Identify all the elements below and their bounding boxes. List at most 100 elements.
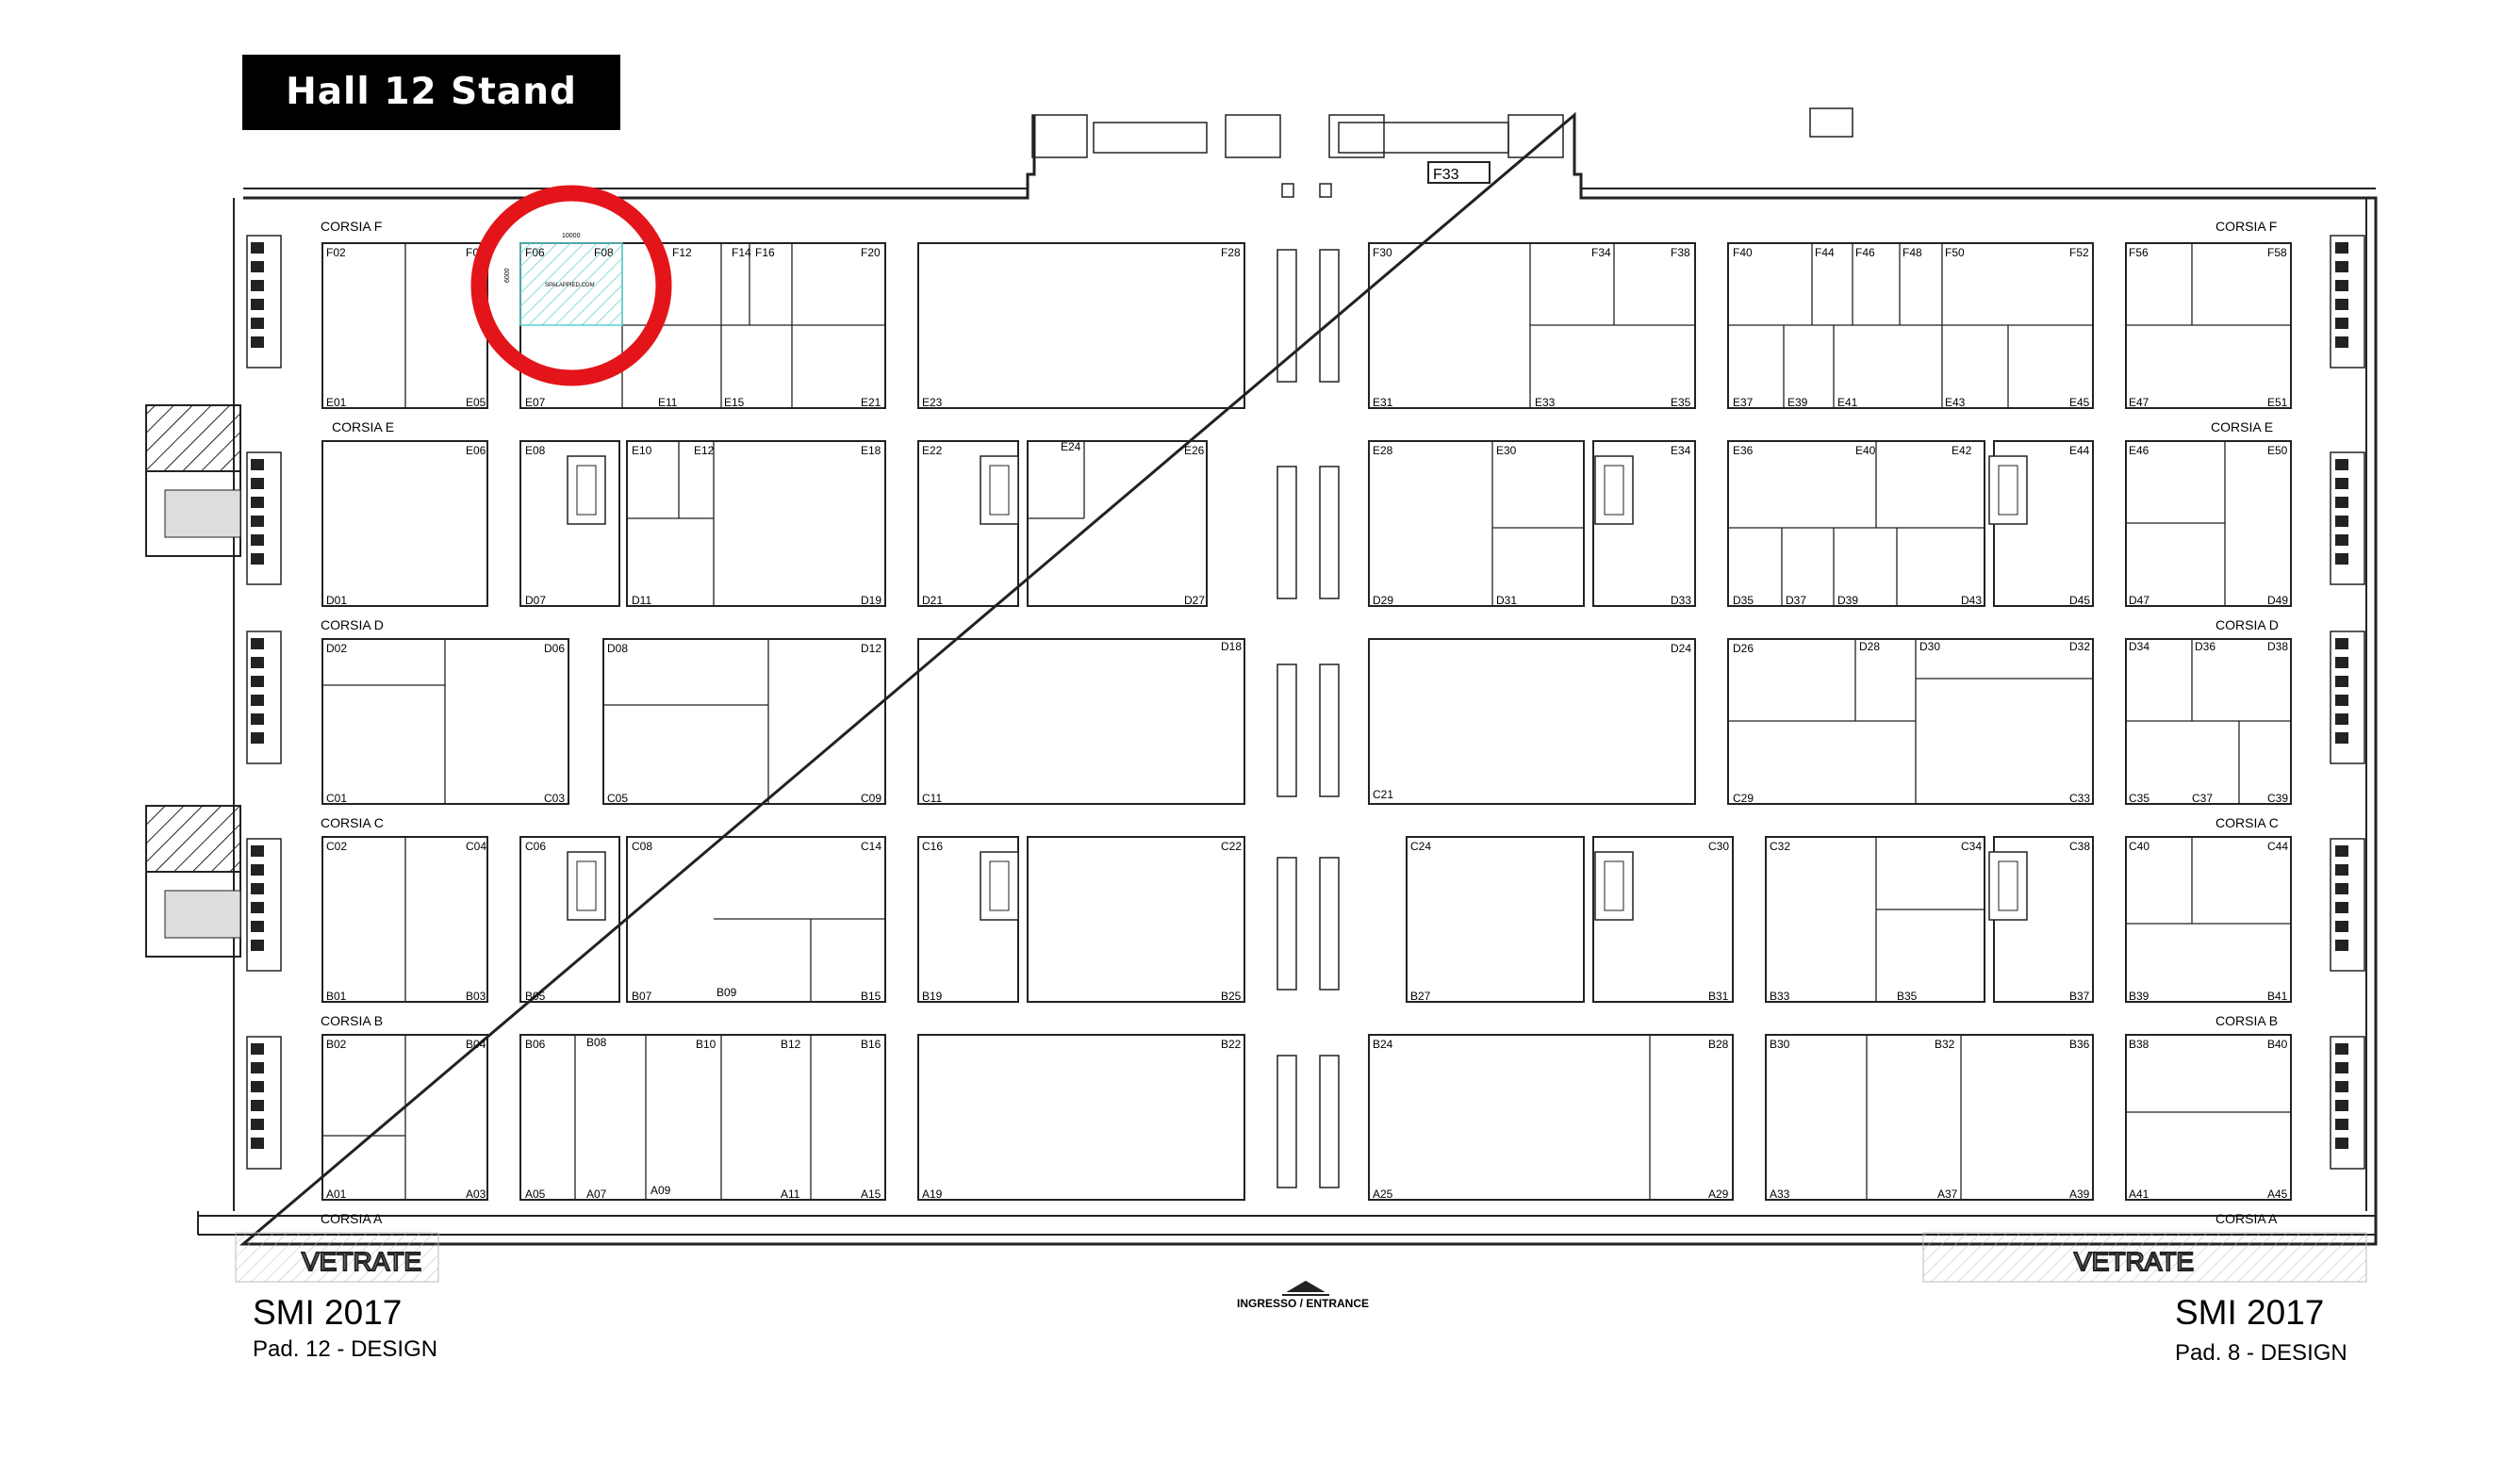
stand-label-b03: B03 — [466, 990, 486, 1003]
stand-label-d24: D24 — [1671, 642, 1691, 655]
stand-label-d12: D12 — [861, 642, 881, 655]
center-equipment — [1276, 466, 1297, 599]
stand-label-c22: C22 — [1221, 840, 1242, 853]
equipment-unit-right — [2335, 638, 2348, 649]
stand-label-b10: B10 — [696, 1038, 716, 1051]
equipment-unit-left — [251, 676, 264, 687]
stand-label-b39: B39 — [2129, 990, 2149, 1003]
stand-label-c39: C39 — [2267, 792, 2288, 805]
stand-label-f12: F12 — [672, 246, 692, 259]
stand-label-c11: C11 — [922, 792, 942, 805]
equipment-unit-left — [251, 845, 264, 857]
center-equipment — [1276, 1055, 1297, 1188]
block-e28 — [1368, 440, 1585, 607]
stand-label-d43: D43 — [1961, 594, 1982, 607]
equipment-unit-left — [251, 534, 264, 546]
hall-outline — [239, 111, 2378, 1246]
stand-label-c37: C37 — [2192, 792, 2213, 805]
equipment-unit-right — [2335, 883, 2348, 894]
service-kiosk-inner — [576, 465, 597, 516]
stand-label-e05: E05 — [466, 396, 486, 409]
service-kiosk-inner — [1998, 465, 2018, 516]
stand-label-e12: E12 — [694, 444, 715, 457]
corridor-label: CORSIA C — [2215, 815, 2279, 830]
stand-label-f46: F46 — [1855, 246, 1875, 259]
equipment-unit-right — [2335, 732, 2348, 744]
stand-label-e07: E07 — [525, 396, 546, 409]
stand-label-a11: A11 — [781, 1188, 800, 1201]
equipment-unit-right — [2335, 280, 2348, 291]
equipment-unit-left — [251, 299, 264, 310]
block-d24 — [1368, 638, 1696, 805]
center-equipment — [1319, 857, 1340, 991]
block-b22 — [917, 1034, 1245, 1201]
corridor-label: CORSIA E — [332, 419, 394, 434]
stand-label-c09: C09 — [861, 792, 881, 805]
side-equipment-left — [246, 451, 282, 585]
equipment-unit-right — [2335, 299, 2348, 310]
stand-label-d26: D26 — [1733, 642, 1754, 655]
equipment-unit-right — [2335, 1081, 2348, 1092]
stand-label-b28: B28 — [1708, 1038, 1729, 1051]
equipment-unit-left — [251, 713, 264, 725]
equipment-unit-left — [251, 318, 264, 329]
highlight-dim-width: 10000 — [562, 233, 581, 239]
stand-label-e31: E31 — [1373, 396, 1393, 409]
equipment-unit-right — [2335, 1062, 2348, 1073]
stand-label-b31: B31 — [1708, 990, 1729, 1003]
stand-label-b15: B15 — [861, 990, 881, 1003]
stand-label-c21: C21 — [1373, 788, 1393, 801]
equipment-unit-right — [2335, 902, 2348, 913]
stand-label-a25: A25 — [1373, 1188, 1393, 1201]
service-kiosk — [980, 455, 1019, 525]
equipment-unit-right — [2335, 713, 2348, 725]
stand-label-e40: E40 — [1855, 444, 1876, 457]
center-equipment — [1319, 1055, 1340, 1188]
service-kiosk — [1988, 851, 2028, 921]
corridor-label: CORSIA C — [321, 815, 384, 830]
stand-label-a45: A45 — [2267, 1188, 2288, 1201]
stand-label-d49: D49 — [2267, 594, 2288, 607]
stand-label-c08: C08 — [632, 840, 652, 853]
equipment-unit-left — [251, 883, 264, 894]
center-equipment — [1276, 857, 1297, 991]
stands-layer — [321, 242, 2292, 1201]
corridor-label: CORSIA B — [321, 1013, 383, 1028]
stand-label-e41: E41 — [1837, 396, 1858, 409]
stand-label-d01: D01 — [326, 594, 347, 607]
block-b38 — [2125, 1034, 2292, 1201]
equipment-unit-left — [251, 732, 264, 744]
stand-label-b05: B05 — [525, 990, 546, 1003]
equipment-unit-right — [2335, 695, 2348, 706]
stand-label-d32: D32 — [2069, 640, 2090, 653]
stand-label-e26: E26 — [1184, 444, 1205, 457]
stand-label-f40: F40 — [1733, 246, 1753, 259]
corridor-label: CORSIA E — [2211, 419, 2273, 434]
stand-label-e06: E06 — [466, 444, 486, 457]
corridor-label: CORSIA F — [2215, 219, 2277, 234]
equipment-unit-right — [2335, 553, 2348, 565]
service-block — [1281, 183, 1294, 198]
block-f28 — [917, 242, 1245, 409]
stand-label-c34: C34 — [1961, 840, 1982, 853]
stand-label-c05: C05 — [607, 792, 628, 805]
stand-label-d45: D45 — [2069, 594, 2090, 607]
side-connector-inner — [164, 489, 241, 538]
equipment-unit-right — [2335, 534, 2348, 546]
side-equipment-left — [246, 838, 282, 972]
stand-label-f48: F48 — [1902, 246, 1922, 259]
equipment-unit-right — [2335, 676, 2348, 687]
stand-label-d11: D11 — [632, 594, 651, 607]
stand-label-d02: D02 — [326, 642, 347, 655]
center-equipment — [1319, 249, 1340, 383]
stand-label-d08: D08 — [607, 642, 628, 655]
equipment-unit-right — [2335, 497, 2348, 508]
stand-label-e11: E11 — [658, 396, 678, 409]
side-connector-inner — [164, 890, 241, 939]
stand-label-d06: D06 — [544, 642, 565, 655]
service-block — [1093, 122, 1208, 154]
stand-label-d31: D31 — [1496, 594, 1517, 607]
stand-label-b19: B19 — [922, 990, 943, 1003]
